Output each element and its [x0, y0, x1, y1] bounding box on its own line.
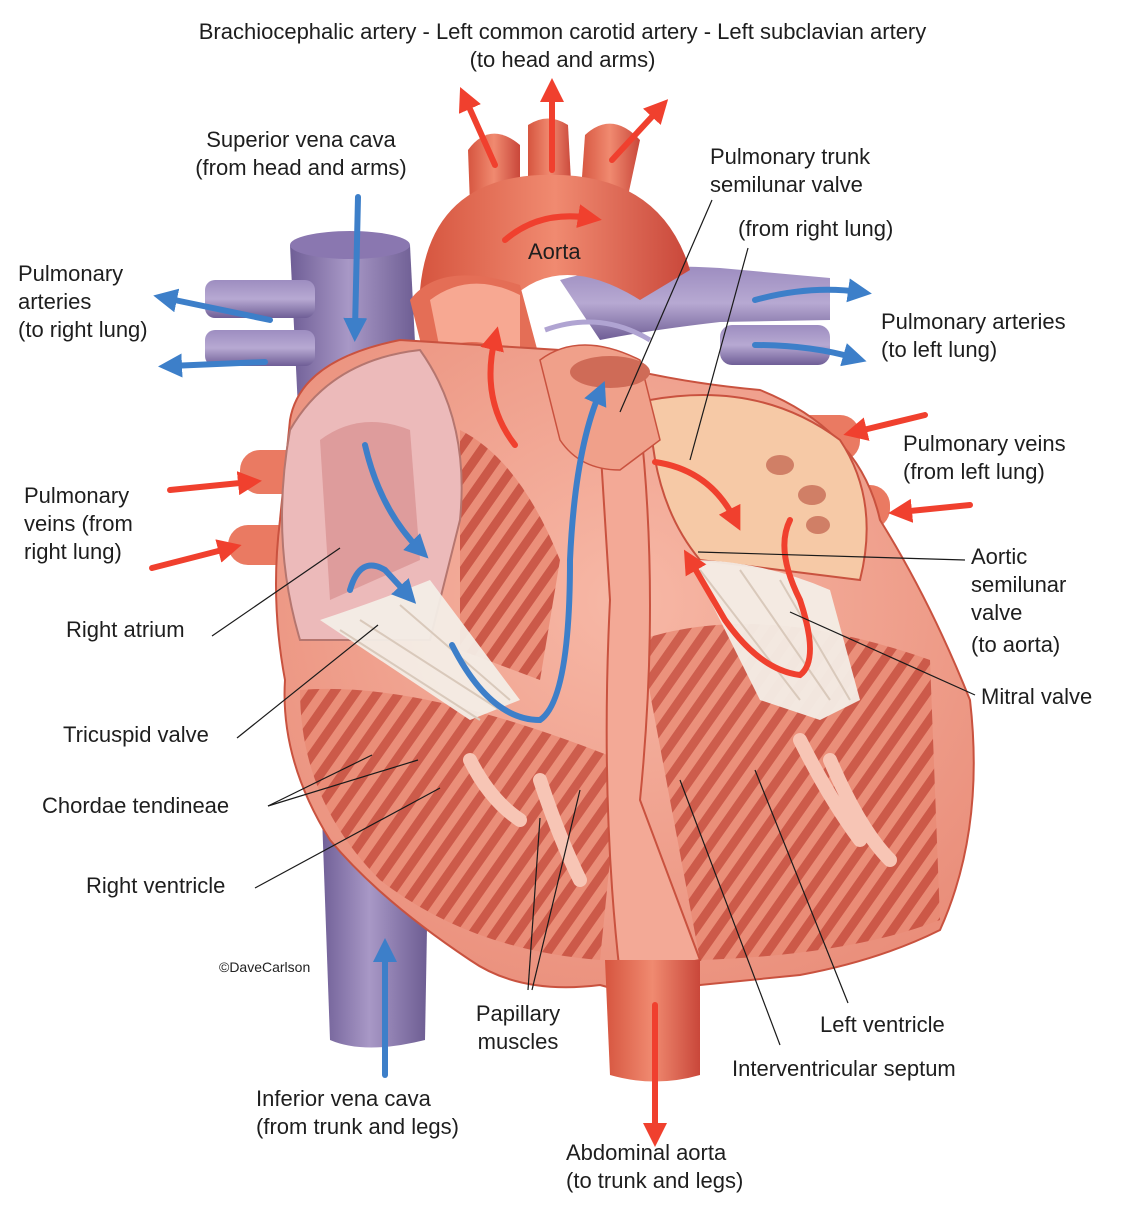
label-aortic-valve-line2: semilunar: [971, 572, 1067, 597]
label-pulmonary-veins-left: Pulmonary veins (from left lung): [903, 430, 1066, 486]
label-tricuspid-valve-text: Tricuspid valve: [63, 722, 209, 747]
label-abdominal-aorta: Abdominal aorta (to trunk and legs): [566, 1139, 743, 1195]
label-svc-line2: (from head and arms): [195, 155, 407, 180]
label-pulmonary-arteries-left: Pulmonary arteries (to left lung): [881, 308, 1066, 364]
flow-arrow-svc: [343, 194, 368, 342]
label-papillary-muscles: Papillary muscles: [458, 1000, 578, 1056]
flow-arrow-left-ventricle: [683, 517, 813, 679]
label-aorta-text: Aorta: [528, 239, 581, 264]
flow-arrow-pv-left-1: [843, 412, 928, 441]
flow-arrow-tricuspid: [347, 562, 417, 604]
leader-lines: [211, 199, 976, 1046]
flow-arrow-subclavian: [609, 99, 669, 163]
flow-arrow-aortic-arch: [502, 204, 602, 243]
label-pulmonary-arteries-right: Pulmonary arteries (to right lung): [18, 260, 148, 344]
label-pulmonary-trunk-line2: semilunar valve: [710, 172, 863, 197]
label-ivc-line2: (from trunk and legs): [256, 1114, 459, 1139]
label-pa-right-line3: (to right lung): [18, 317, 148, 342]
label-svc-line1: Superior vena cava: [206, 127, 396, 152]
label-top-arteries-line2: (to head and arms): [469, 47, 656, 72]
label-right-atrium-text: Right atrium: [66, 617, 185, 642]
flow-arrow-right-atrium: [362, 442, 429, 559]
label-from-right-lung: (from right lung): [738, 215, 893, 243]
label-septum-text: Interventricular septum: [732, 1056, 956, 1081]
label-inferior-vena-cava: Inferior vena cava (from trunk and legs): [256, 1085, 459, 1141]
label-right-atrium: Right atrium: [66, 616, 185, 644]
label-papillary-line1: Papillary: [475, 1001, 561, 1026]
label-pa-left-line1: Pulmonary arteries: [881, 309, 1066, 334]
label-pv-left-line2: (from left lung): [903, 459, 1045, 484]
label-pulmonary-trunk-line1: Pulmonary trunk: [710, 144, 871, 169]
label-pv-right-line2: veins (from: [24, 511, 133, 536]
label-chordae-tendineae: Chordae tendineae: [42, 792, 229, 820]
flow-arrow-pv-left-2: [888, 498, 973, 523]
label-top-arteries-line1: Brachiocephalic artery - Left common car…: [198, 19, 927, 44]
label-pv-right-line1: Pulmonary: [24, 483, 130, 508]
label-aortic-valve-line3: valve: [971, 600, 1023, 625]
label-tricuspid-valve: Tricuspid valve: [63, 721, 209, 749]
label-superior-vena-cava: Superior vena cava (from head and arms): [176, 126, 426, 182]
label-aorta: Aorta: [528, 238, 581, 266]
flow-arrow-pa-left-1: [752, 278, 872, 303]
flow-arrow-ascending-aorta: [480, 326, 518, 448]
flow-arrow-pv-right-2: [149, 539, 242, 571]
flow-arrow-pa-left-2: [752, 342, 867, 367]
flow-arrow-pa-right-1: [153, 288, 273, 323]
label-left-ventricle-text: Left ventricle: [820, 1012, 945, 1037]
label-top-arteries: Brachiocephalic artery - Left common car…: [140, 18, 985, 74]
label-pv-right-line3: right lung): [24, 539, 122, 564]
label-pa-left-line2: (to left lung): [881, 337, 998, 362]
right-pulmonary-artery: [205, 280, 315, 318]
flow-arrow-pv-right-1: [167, 471, 262, 496]
label-mitral-valve: Mitral valve: [981, 683, 1092, 711]
label-right-ventricle-text: Right ventricle: [86, 873, 226, 898]
mitral-valve: [690, 560, 860, 720]
label-pv-left-line1: Pulmonary veins: [903, 431, 1066, 456]
label-interventricular-septum: Interventricular septum: [732, 1055, 956, 1083]
label-papillary-line2: muscles: [477, 1029, 559, 1054]
label-left-ventricle: Left ventricle: [820, 1011, 945, 1039]
label-pulmonary-veins-right: Pulmonary veins (from right lung): [24, 482, 133, 566]
label-chordae-text: Chordae tendineae: [42, 793, 230, 818]
label-pulmonary-trunk: Pulmonary trunk semilunar valve: [710, 143, 870, 199]
flow-arrow-right-ventricle: [449, 380, 607, 724]
flow-arrow-left-atrium: [652, 459, 741, 531]
copyright: ©DaveCarlson: [219, 959, 311, 975]
flow-arrow-pa-right-2: [158, 353, 268, 378]
label-pa-right-line2: arteries: [18, 289, 92, 314]
label-abd-aorta-line2: (to trunk and legs): [566, 1168, 744, 1193]
aortic-arch: [420, 174, 690, 300]
label-aortic-valve-line4: (to aorta): [971, 632, 1061, 657]
label-aortic-valve-line1: Aortic: [971, 544, 1028, 569]
label-from-right-lung-text: (from right lung): [738, 216, 894, 241]
label-mitral-valve-text: Mitral valve: [981, 684, 1093, 709]
label-ivc-line1: Inferior vena cava: [256, 1086, 431, 1111]
tricuspid-valve: [320, 580, 520, 720]
label-abd-aorta-line1: Abdominal aorta: [566, 1140, 727, 1165]
label-right-ventricle: Right ventricle: [86, 872, 225, 900]
flow-arrow-brachiocephalic: [458, 87, 498, 168]
label-pa-right-line1: Pulmonary: [18, 261, 124, 286]
label-aortic-semilunar-valve: Aortic semilunar valve (to aorta): [971, 543, 1066, 659]
